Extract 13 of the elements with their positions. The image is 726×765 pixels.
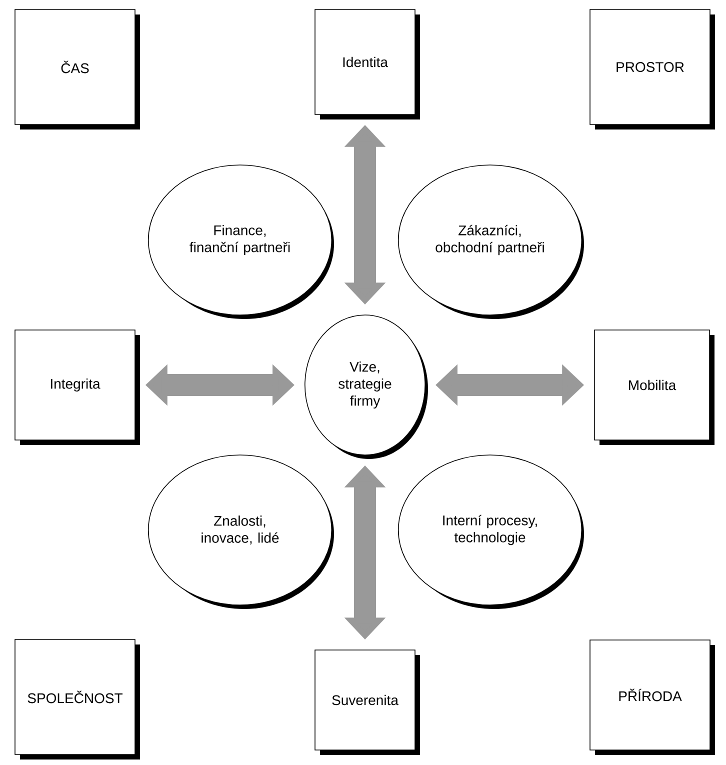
concept-box: PŘÍRODA — [590, 640, 715, 755]
concept-box: ČAS — [14, 9, 140, 130]
concept-box: Mobilita — [594, 330, 714, 445]
ellipse-node: Vize, strategie firmy — [304, 314, 428, 459]
ellipse-node: Finance, finanční partneři — [148, 164, 334, 319]
concept-box: PROSTOR — [590, 9, 715, 130]
ellipse-node: Zákazníci, obchodní partneři — [398, 164, 584, 319]
concept-box: SPOLEČNOST — [14, 639, 140, 760]
ellipse-node: Znalosti, inovace, lidé — [148, 454, 334, 609]
concept-box: Suverenita — [314, 650, 420, 755]
concept-box: Integrita — [14, 330, 140, 445]
concept-box: Identita — [314, 9, 420, 120]
ellipse-node: Interní procesy, technologie — [398, 454, 584, 609]
